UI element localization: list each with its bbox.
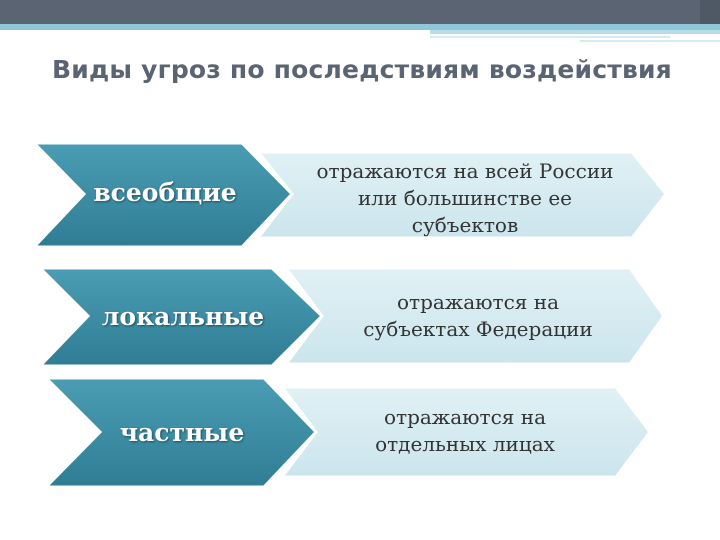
- header-banner: [0, 0, 700, 24]
- category-chevron: [36, 266, 325, 368]
- description-line: субъектов: [411, 213, 519, 237]
- category-description-local: отражаются на субъектах Федерации: [318, 289, 638, 343]
- description-line: отражаются на всей России: [316, 159, 614, 183]
- description-line: или большинстве ее: [357, 186, 573, 210]
- category-chevron: [42, 376, 319, 489]
- page-title: Виды угроз по последствиям воздействия: [52, 55, 672, 84]
- accent-line: [0, 24, 720, 30]
- accent-line: [580, 40, 720, 42]
- category-description-private: отражаются на отдельных лицах: [310, 404, 620, 458]
- header-banner-edge: [700, 0, 720, 24]
- category-label-general: всеобщие: [93, 178, 237, 207]
- accent-line: [430, 30, 720, 34]
- category-label-local: локальные: [101, 302, 265, 331]
- category-description-general: отражаются на всей России или большинств…: [290, 158, 640, 239]
- description-line: субъектах Федерации: [363, 317, 593, 341]
- category-chevron: [30, 141, 295, 249]
- accent-line: [430, 36, 670, 38]
- description-line: отражаются на: [383, 405, 547, 429]
- category-label-private: частные: [119, 418, 245, 447]
- description-line: отражаются на: [396, 290, 560, 314]
- description-line: отдельных лицах: [375, 432, 555, 456]
